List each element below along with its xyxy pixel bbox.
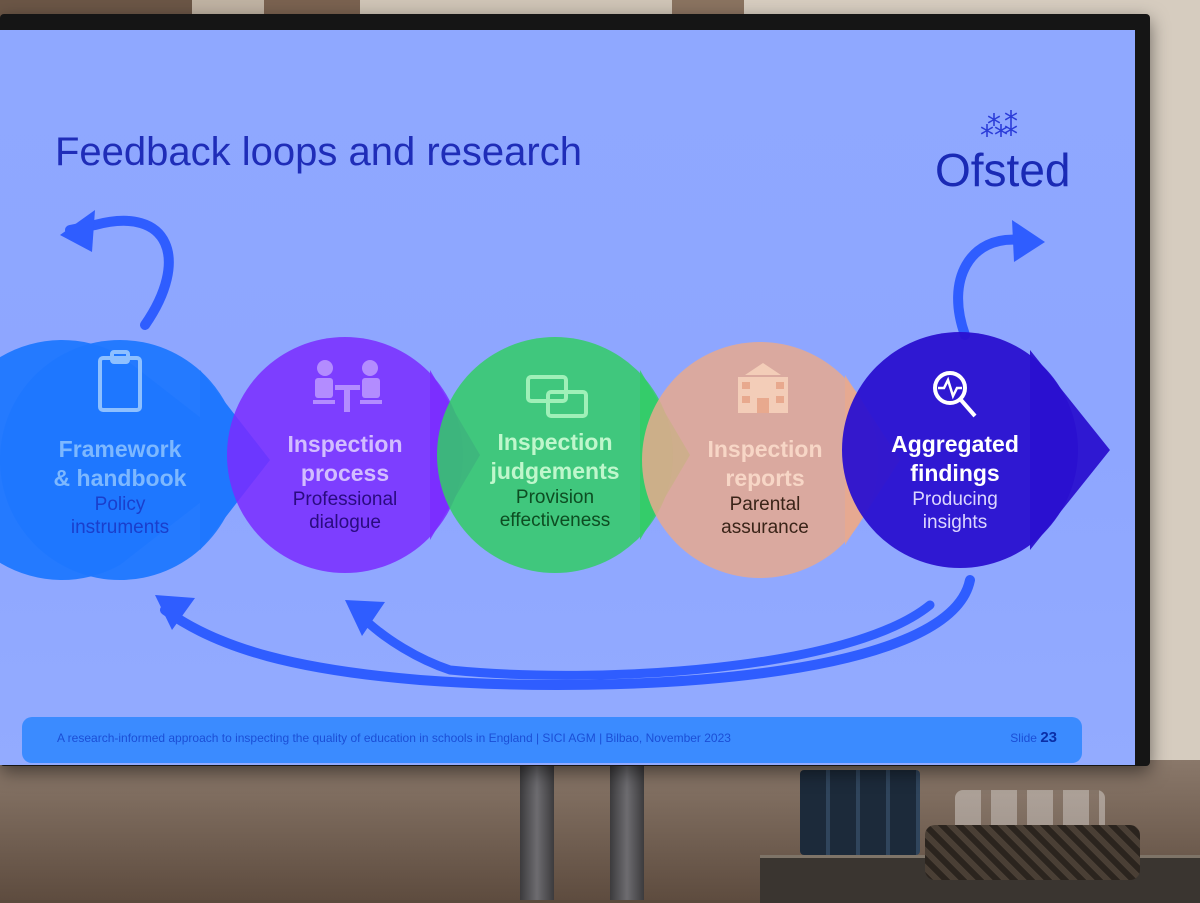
speech-bubbles-icon (526, 375, 588, 418)
stage-judgements-title-1: Inspection (497, 429, 613, 455)
slide-screen: Feedback loops and research ⁂⁑ Ofsted (0, 30, 1135, 765)
slide-title: Feedback loops and research (55, 130, 582, 174)
stage-judgements: Inspection judgements Provision effectiv… (480, 428, 630, 533)
magnifier-chart-icon (933, 371, 977, 418)
stage-reports: Inspection reports Parental assurance (690, 435, 840, 540)
slide-number-value: 23 (1040, 729, 1057, 746)
stage-judgements-sub-1: Provision (515, 486, 595, 508)
stage-process: Inspection process Professional dialogue (270, 430, 420, 535)
stage-process-sub-2: dialogue (309, 512, 381, 534)
stage-reports-title-1: Inspection (707, 436, 823, 462)
stage-framework: Framework & handbook Policy instruments (40, 435, 200, 540)
stage-findings: Aggregated findings Producing insights (880, 430, 1030, 535)
tv-monitor: Feedback loops and research ⁂⁑ Ofsted (0, 14, 1150, 766)
slide-number: Slide 23 (1010, 729, 1057, 746)
logo-stars-icon: ⁂⁑ (980, 111, 1018, 142)
slide-label: Slide (1010, 731, 1037, 745)
return-arrow-long (160, 575, 975, 690)
stage-process-sub-1: Professional (292, 488, 398, 510)
stage-reports-sub-1: Parental (729, 493, 801, 515)
return-arrowhead-short (345, 600, 385, 636)
tv-stand-right (610, 760, 644, 900)
stage-process-title-1: Inspection (287, 431, 403, 457)
loop-arrowhead-right (1012, 220, 1045, 262)
stage-framework-sub-1: Policy (94, 493, 146, 515)
stage-judgements-sub-2: effectiveness (499, 510, 611, 532)
stage-judgements-title-2: judgements (490, 457, 620, 484)
return-arrowhead-long (155, 595, 195, 630)
loop-arrow-left (65, 215, 174, 330)
stage-findings-sub-1: Producing (912, 488, 998, 510)
footer-text: A research-informed approach to inspecti… (57, 731, 731, 745)
stage-findings-sub-2: insights (922, 512, 988, 534)
meeting-icon (313, 360, 382, 412)
stage-reports-title-2: reports (725, 464, 805, 491)
stage-shape-findings (842, 332, 1110, 568)
slide-footer: A research-informed approach to inspecti… (22, 717, 1082, 763)
stage-findings-title-1: Aggregated (891, 431, 1019, 457)
loop-arrow-right (953, 234, 1025, 340)
stage-framework-title-2: & handbook (53, 464, 187, 491)
clipboard-icon (98, 350, 142, 412)
stage-reports-sub-2: assurance (721, 517, 809, 539)
school-building-icon (738, 363, 788, 413)
stage-framework-title-1: Framework (58, 436, 182, 462)
ofsted-logo: ⁂⁑ Ofsted (930, 110, 1071, 200)
drink-cans (800, 770, 920, 855)
tv-stand-left (520, 760, 554, 900)
stage-framework-sub-2: instruments (70, 517, 170, 539)
return-arrow-short (355, 600, 935, 680)
basket (925, 825, 1140, 880)
loop-arrowhead-left (60, 210, 95, 252)
stage-process-title-2: process (300, 459, 390, 486)
logo-text: Ofsted (935, 144, 1071, 196)
stage-findings-title-2: findings (910, 459, 1000, 486)
feedback-diagram (0, 210, 1110, 690)
